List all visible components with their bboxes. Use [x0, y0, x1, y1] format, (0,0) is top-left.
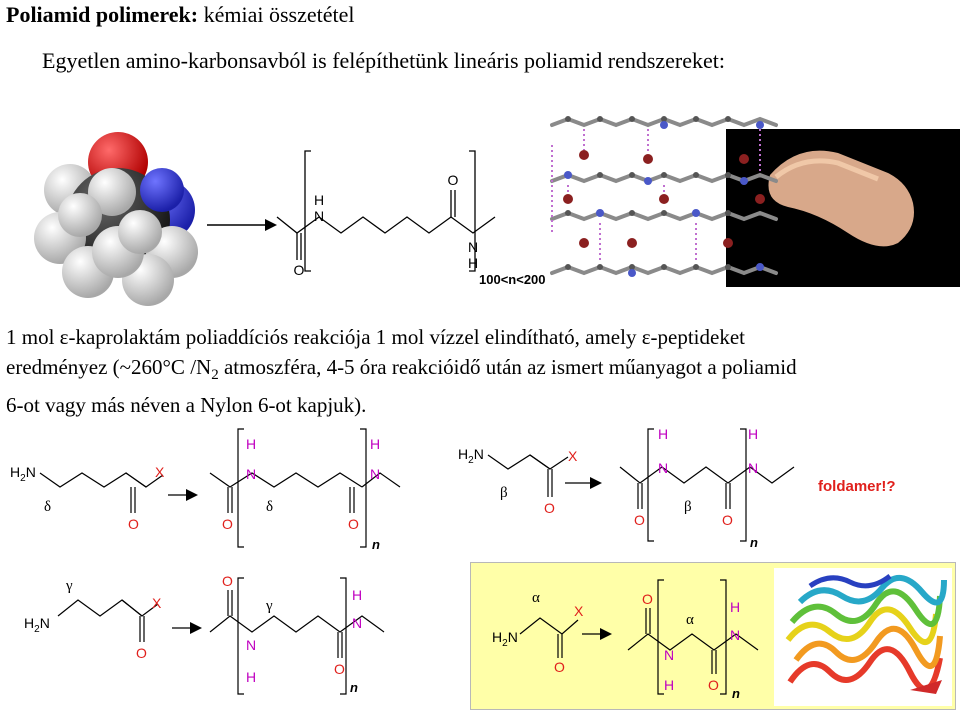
atom-n: N [246, 466, 256, 482]
subtitle: Egyetlen amino-karbonsavból is felépíthe… [42, 48, 726, 73]
atom-n: N [658, 460, 668, 476]
beta-label: β [684, 499, 692, 515]
paragraph-line-3: 6-ot vagy más néven a Nylon 6-ot kapjuk)… [6, 393, 367, 418]
line2-part-a: eredményez (~260°C /N [6, 355, 212, 379]
atom-o: O [222, 516, 233, 532]
protein-ribbon-image [774, 568, 952, 706]
leaving-group-x: X [568, 448, 578, 464]
atom-o: O [642, 591, 653, 607]
alpha-peptide-reaction: H2N X O α O N H α O H N n [492, 568, 952, 706]
atom-n: N [468, 239, 478, 255]
atom-o: O [334, 661, 345, 677]
polymer-chain-image [550, 116, 960, 287]
leaving-group-x: X [152, 595, 162, 611]
amine-group: H2N [458, 446, 484, 466]
repeat-index-n: n [350, 680, 358, 695]
atom-h: H [314, 192, 324, 208]
atom-o: O [544, 500, 555, 516]
atom-h: H [730, 599, 740, 615]
atom-o: O [708, 677, 719, 693]
atom-n: N [370, 466, 380, 482]
amine-group: H2N [10, 464, 36, 484]
paragraph-line-2: eredményez (~260°C /N2 atmoszféra, 4-5 ó… [6, 352, 956, 390]
atom-n: N [664, 647, 674, 663]
atom-o: O [554, 659, 565, 675]
gamma-label: γ [65, 578, 73, 594]
atom-h: H [352, 587, 362, 603]
atom-n: N [246, 637, 256, 653]
atom-h: H [246, 669, 256, 685]
atom-n: N [748, 460, 758, 476]
repeat-index-n: n [372, 537, 380, 552]
atom-o: O [722, 512, 733, 528]
delta-peptide-reaction: H2N X O δ H N O δ O H N n [10, 428, 401, 552]
atom-h: H [468, 255, 478, 271]
title-rest: kémiai összetétel [203, 2, 355, 27]
atom-h: H [246, 436, 256, 452]
beta-peptide-reaction: H2N X O β H N O β O H N n foldamer!? [458, 426, 896, 550]
atom-h: H [664, 677, 674, 693]
alpha-label: α [686, 612, 694, 628]
leaving-group-x: X [155, 464, 165, 480]
atom-n: N [352, 615, 362, 631]
atom-h: H [370, 436, 380, 452]
atom-h: H [748, 426, 758, 442]
delta-label: δ [266, 499, 273, 515]
amine-group: H2N [492, 629, 518, 649]
atom-n: N [314, 208, 324, 224]
atom-o: O [634, 512, 645, 528]
reaction-arrow-top [207, 219, 277, 231]
atom-o: O [348, 516, 359, 532]
repeat-index-n: n [750, 535, 758, 550]
amine-group: H2N [24, 615, 50, 635]
page-title: Poliamid polimerek: kémiai összetétel [6, 2, 354, 28]
alpha-label: α [532, 590, 540, 606]
delta-label: δ [44, 499, 51, 515]
gamma-label: γ [265, 598, 273, 614]
caprolactam-molecule-model [34, 132, 198, 306]
line2-part-b: atmoszféra, 4-5 óra reakcióidő után az i… [218, 355, 797, 379]
nylon6-repeat-unit: H N O N H O 100<n<200 [276, 150, 546, 287]
atom-o: O [294, 262, 305, 278]
foldamer-label: foldamer!? [818, 478, 896, 495]
gamma-peptide-reaction: H2N X O γ O N H γ O H N n [24, 573, 385, 695]
paragraph-line-1: 1 mol ε-kaprolaktám poliaddíciós reakció… [6, 325, 745, 349]
atom-o: O [222, 573, 233, 589]
atom-o: O [128, 516, 139, 532]
atom-o: O [448, 172, 459, 188]
atom-h: H [658, 426, 668, 442]
beta-label: β [500, 485, 508, 501]
description-paragraph: 1 mol ε-kaprolaktám poliaddíciós reakció… [6, 322, 956, 420]
line2-subscript: 2 [211, 367, 219, 384]
atom-o: O [136, 645, 147, 661]
leaving-group-x: X [574, 603, 584, 619]
title-bold: Poliamid polimerek: [6, 2, 199, 27]
repeat-index-n: n [732, 686, 740, 701]
range-label: 100<n<200 [479, 272, 546, 287]
atom-n: N [730, 627, 740, 643]
